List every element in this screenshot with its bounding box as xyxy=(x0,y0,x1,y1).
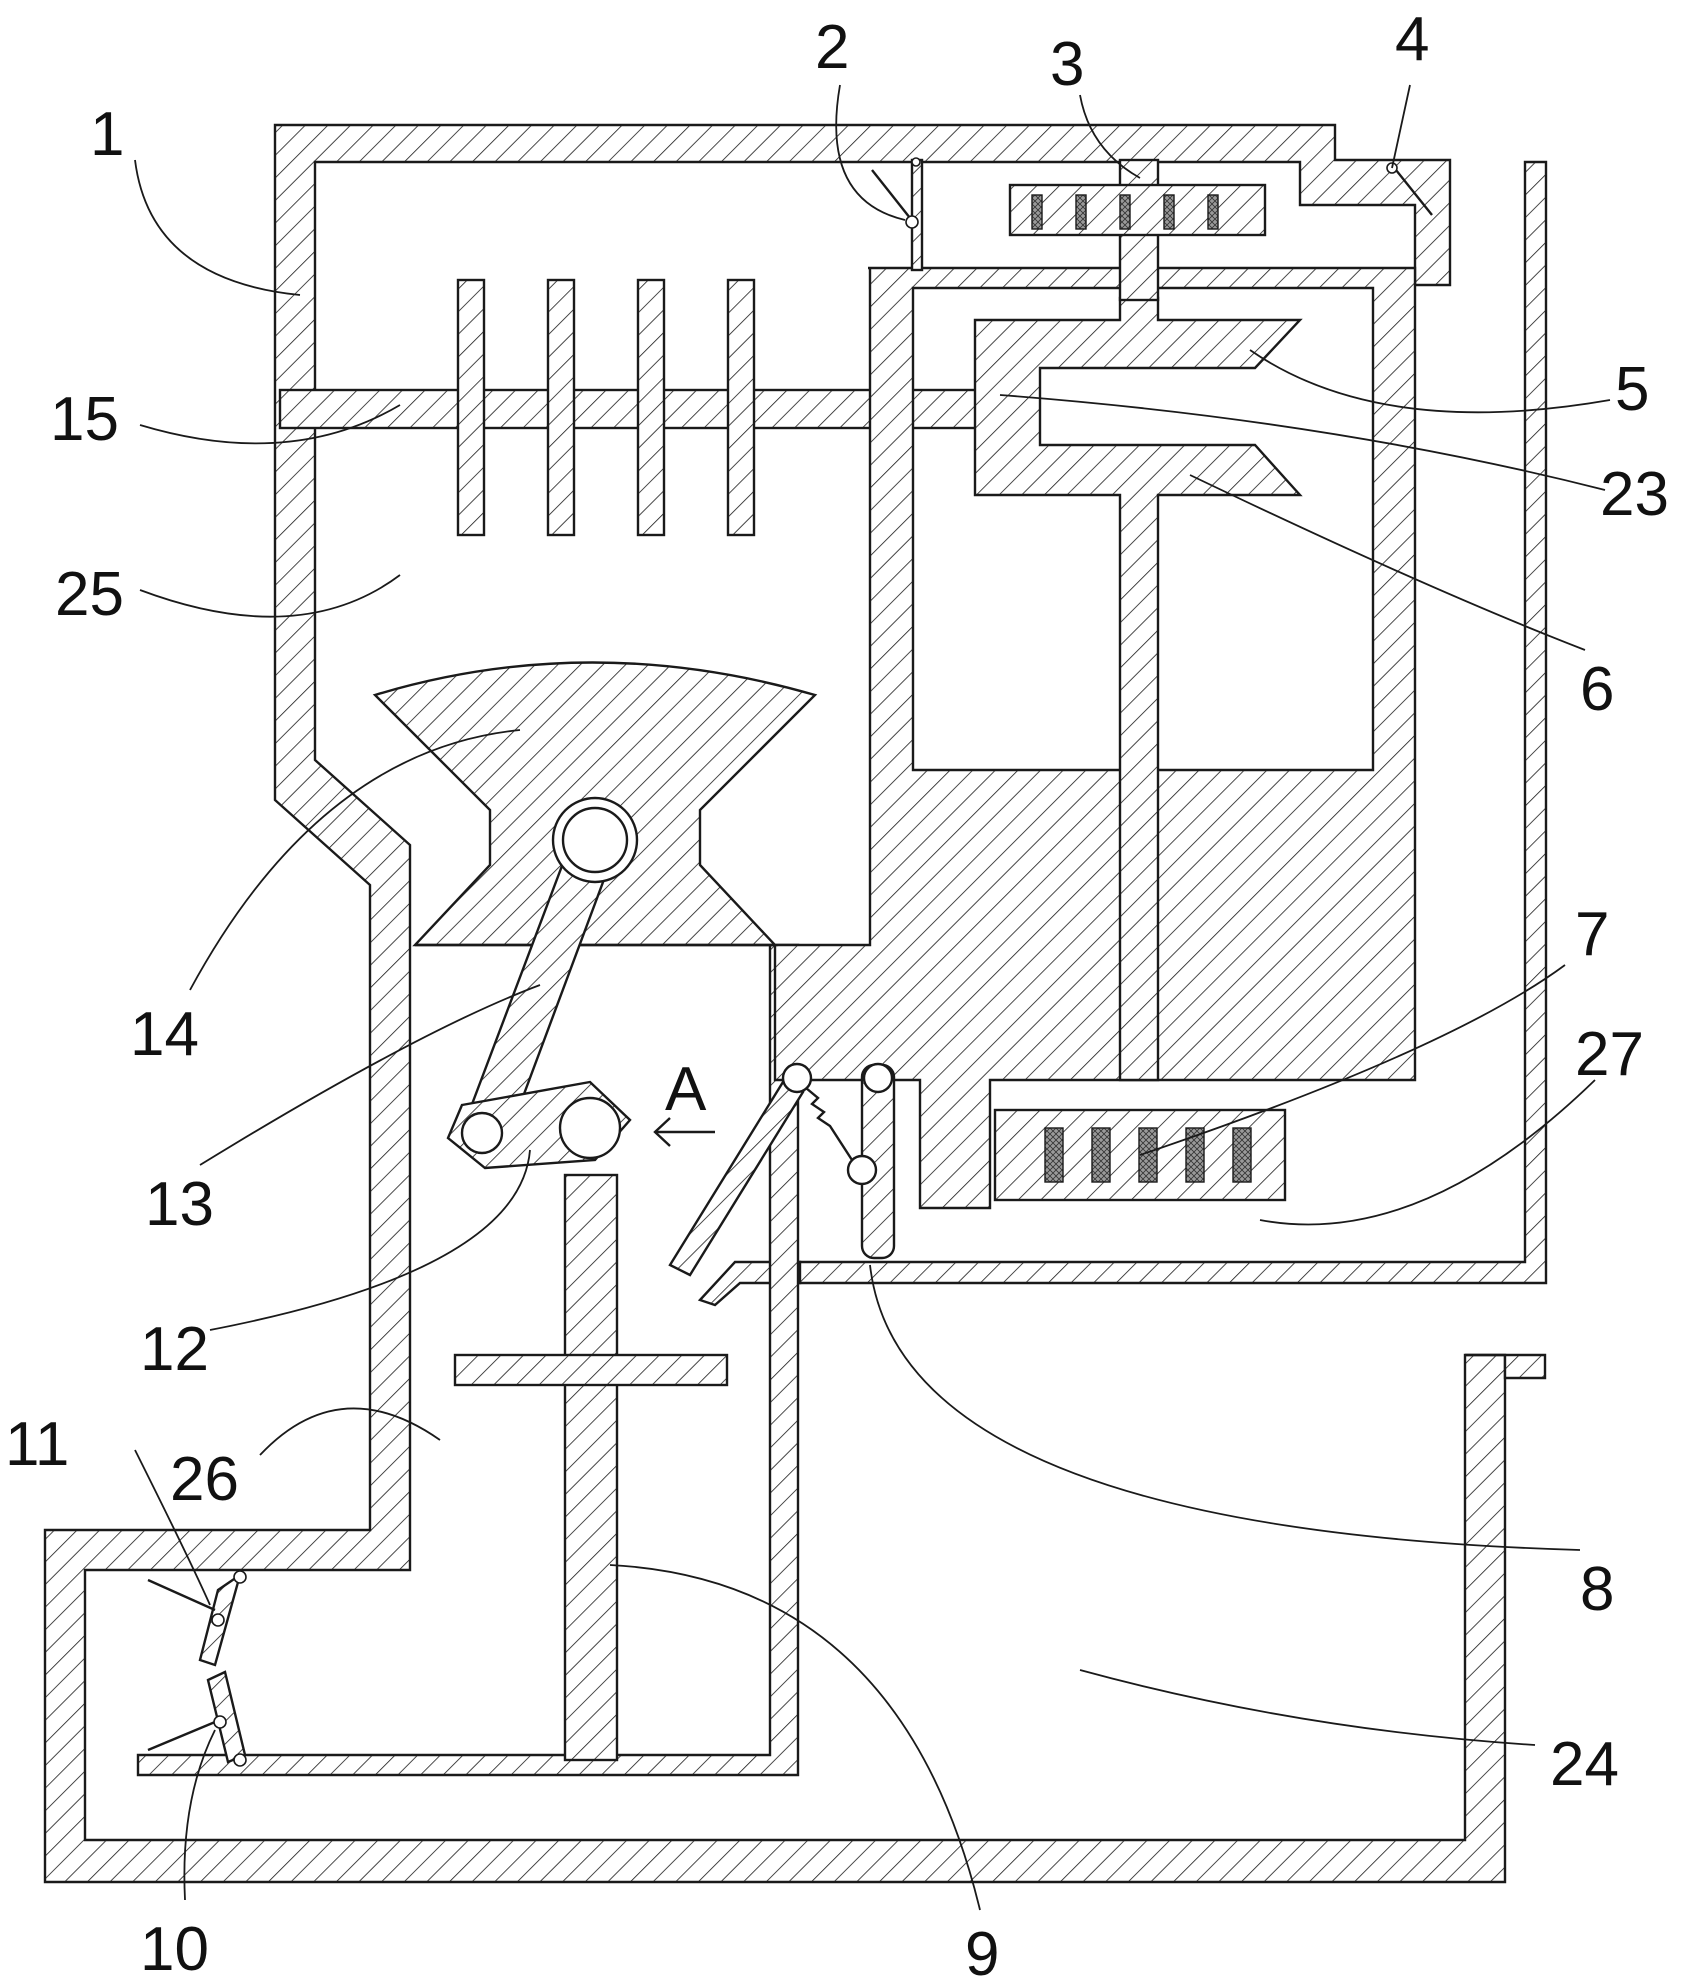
leader-6 xyxy=(1189,474,1586,651)
valve-11 xyxy=(147,1570,247,1667)
leader-25 xyxy=(139,574,401,618)
label-23: 23 xyxy=(1600,460,1669,529)
leader-10 xyxy=(183,1729,216,1901)
leader-27 xyxy=(1259,1079,1596,1226)
flap-8 xyxy=(668,1062,896,1277)
label-14: 14 xyxy=(130,1000,199,1069)
label-12: 12 xyxy=(140,1315,209,1384)
leader-13 xyxy=(199,984,541,1166)
valve-10 xyxy=(147,1670,247,1767)
part-labels: 1 2 3 4 5 23 6 15 25 14 13 12 7 27 8 9 2… xyxy=(5,5,1669,1984)
leader-26 xyxy=(259,1407,441,1456)
label-24: 24 xyxy=(1550,1730,1619,1799)
view-arrow-a: A xyxy=(653,1055,715,1147)
label-10: 10 xyxy=(140,1915,209,1984)
leader-1 xyxy=(134,159,301,296)
leader-3 xyxy=(1079,94,1141,179)
piston-9 xyxy=(453,1173,729,1762)
leader-8 xyxy=(869,1264,1581,1551)
label-27: 27 xyxy=(1575,1020,1644,1089)
label-25: 25 xyxy=(55,560,124,629)
label-8: 8 xyxy=(1580,1555,1614,1624)
leader-15 xyxy=(139,404,401,445)
leader-23 xyxy=(999,394,1606,491)
leader-4 xyxy=(1391,84,1411,169)
leader-5 xyxy=(1249,349,1611,414)
leader-11 xyxy=(134,1449,211,1606)
leader-14 xyxy=(189,729,521,991)
leader-12 xyxy=(209,1149,531,1331)
bottom-magnet-block xyxy=(993,1108,1287,1202)
label-15: 15 xyxy=(50,385,119,454)
leader-2 xyxy=(835,84,906,221)
label-6: 6 xyxy=(1580,655,1614,724)
view-label-a: A xyxy=(665,1055,707,1124)
label-13: 13 xyxy=(145,1170,214,1239)
label-4: 4 xyxy=(1395,5,1429,74)
gear-block xyxy=(773,158,1417,1210)
label-3: 3 xyxy=(1050,30,1084,99)
label-1: 1 xyxy=(90,100,124,169)
leader-7 xyxy=(1139,964,1566,1156)
linkage xyxy=(446,796,639,1170)
leader-24 xyxy=(1079,1669,1536,1746)
label-5: 5 xyxy=(1615,355,1649,424)
label-9: 9 xyxy=(965,1920,999,1984)
leader-9 xyxy=(609,1564,981,1911)
label-26: 26 xyxy=(170,1445,239,1514)
label-2: 2 xyxy=(815,13,849,82)
label-7: 7 xyxy=(1575,900,1609,969)
top-magnet-block xyxy=(1008,183,1267,237)
label-11: 11 xyxy=(5,1410,69,1479)
valve-2 xyxy=(871,157,924,272)
leader-lines xyxy=(134,84,1611,1911)
